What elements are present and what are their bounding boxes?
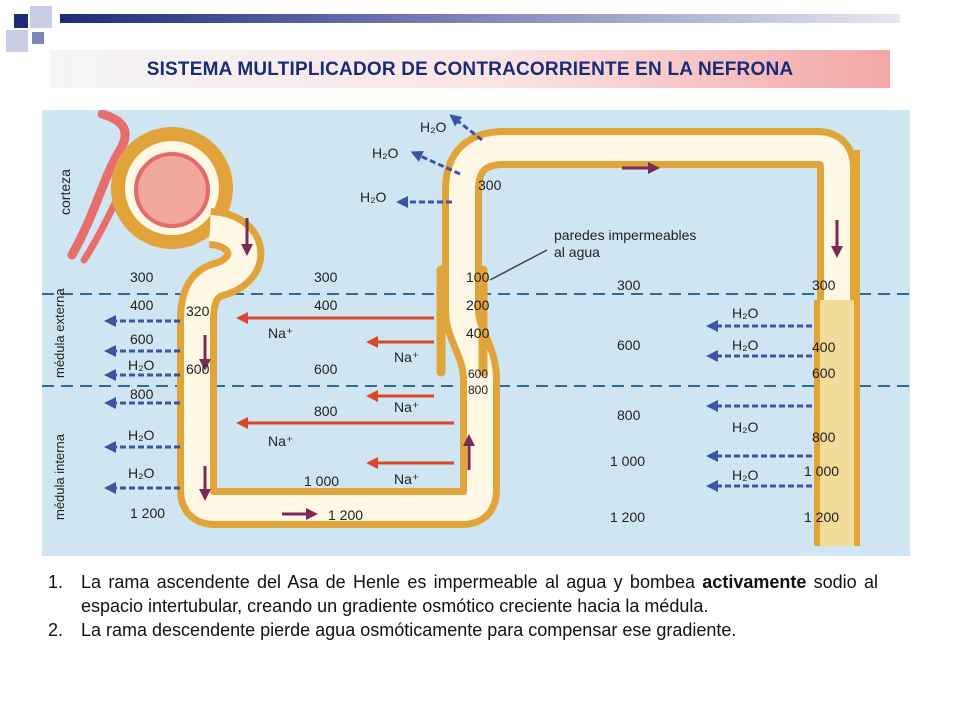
notes-list: 1. La rama ascendente del Asa de Henle e… bbox=[48, 570, 878, 642]
nephron-tubule-lumen bbox=[184, 135, 850, 521]
note-bold-text: activamente bbox=[702, 572, 807, 592]
collecting-value: 1 200 bbox=[804, 509, 839, 525]
collecting-duct bbox=[817, 300, 857, 546]
water-label: H₂O bbox=[732, 419, 759, 435]
left-scale-value: 800 bbox=[130, 386, 154, 402]
note-text: sodio al espacio intertubular, creando u… bbox=[81, 572, 879, 616]
ascending-value: 800 bbox=[468, 383, 488, 397]
water-label: H₂O bbox=[128, 357, 155, 373]
water-label: H₂O bbox=[732, 305, 759, 321]
water-label: H₂O bbox=[360, 189, 387, 205]
note-text: La rama ascendente del Asa de Henle es i… bbox=[81, 572, 703, 592]
glomerulus bbox=[134, 152, 210, 228]
interstitial-value: 600 bbox=[314, 361, 338, 377]
collecting-value: 800 bbox=[812, 429, 836, 445]
ascending-value: 100 bbox=[466, 269, 490, 285]
right-interstitial-value: 600 bbox=[617, 337, 641, 353]
sodium-label: Na⁺ bbox=[268, 325, 293, 341]
water-label: H₂O bbox=[128, 465, 155, 481]
right-interstitial-value: 1 000 bbox=[610, 453, 645, 469]
corner-square-light bbox=[6, 30, 28, 52]
corner-square-light bbox=[30, 6, 52, 28]
note-2: 2. La rama descendente pierde agua osmót… bbox=[48, 618, 878, 642]
ascending-value: 600 bbox=[468, 367, 488, 381]
zone-label-inner-medulla: médula interna bbox=[52, 433, 67, 520]
zone-label-outer-medulla: médula externa bbox=[52, 288, 67, 378]
left-scale-value: 300 bbox=[130, 269, 154, 285]
top-value: 300 bbox=[478, 177, 502, 193]
sodium-arrows bbox=[236, 312, 454, 469]
water-arrow bbox=[449, 114, 483, 142]
interstitial-value: 800 bbox=[314, 403, 338, 419]
water-label: H₂O bbox=[732, 467, 759, 483]
zone-label-cortex: corteza bbox=[57, 169, 73, 215]
corner-square-navy bbox=[14, 14, 28, 28]
left-scale-value: 600 bbox=[130, 331, 154, 347]
nephron-svg: corteza médula externa médula interna 30… bbox=[42, 109, 910, 556]
left-water-arrows bbox=[104, 315, 180, 494]
sodium-label: Na⁺ bbox=[394, 471, 419, 487]
collecting-value: 1 000 bbox=[804, 463, 839, 479]
water-arrow bbox=[410, 151, 461, 176]
left-scale-value: 1 200 bbox=[130, 505, 165, 521]
corner-square-mid bbox=[32, 32, 44, 44]
nephron-diagram: corteza médula externa médula interna 30… bbox=[42, 109, 910, 556]
sodium-label: Na⁺ bbox=[394, 399, 419, 415]
descending-value: 320 bbox=[186, 303, 210, 319]
water-label: H₂O bbox=[372, 145, 399, 161]
water-label: H₂O bbox=[732, 337, 759, 353]
blood-vessel bbox=[67, 109, 130, 260]
left-scale-value: 400 bbox=[130, 297, 154, 313]
header-bar bbox=[60, 14, 900, 23]
note-number: 2. bbox=[48, 620, 64, 640]
page-title: SISTEMA MULTIPLICADOR DE CONTRACORRIENTE… bbox=[146, 59, 794, 80]
water-label: H₂O bbox=[420, 119, 447, 135]
sodium-label: Na⁺ bbox=[268, 433, 293, 449]
title-banner: SISTEMA MULTIPLICADOR DE CONTRACORRIENTE… bbox=[50, 50, 890, 88]
collecting-value: 300 bbox=[812, 277, 836, 293]
note-1: 1. La rama ascendente del Asa de Henle e… bbox=[48, 570, 878, 618]
interstitial-value: 300 bbox=[314, 269, 338, 285]
interstitial-value: 1 000 bbox=[304, 473, 339, 489]
water-label: H₂O bbox=[128, 427, 155, 443]
sodium-label: Na⁺ bbox=[394, 349, 419, 365]
collecting-value: 600 bbox=[812, 365, 836, 381]
right-interstitial-value: 800 bbox=[617, 407, 641, 423]
ascending-value: 200 bbox=[466, 297, 490, 313]
note-text: La rama descendente pierde agua osmótica… bbox=[81, 620, 737, 640]
bottom-value: 1 200 bbox=[328, 507, 363, 523]
descending-value: 600 bbox=[186, 361, 210, 377]
collecting-value: 400 bbox=[812, 339, 836, 355]
interstitial-value: 400 bbox=[314, 297, 338, 313]
note-number: 1. bbox=[48, 572, 64, 592]
right-interstitial-value: 300 bbox=[617, 277, 641, 293]
callout-line bbox=[489, 249, 548, 281]
ascending-value: 400 bbox=[466, 325, 490, 341]
right-interstitial-value: 1 200 bbox=[610, 509, 645, 525]
